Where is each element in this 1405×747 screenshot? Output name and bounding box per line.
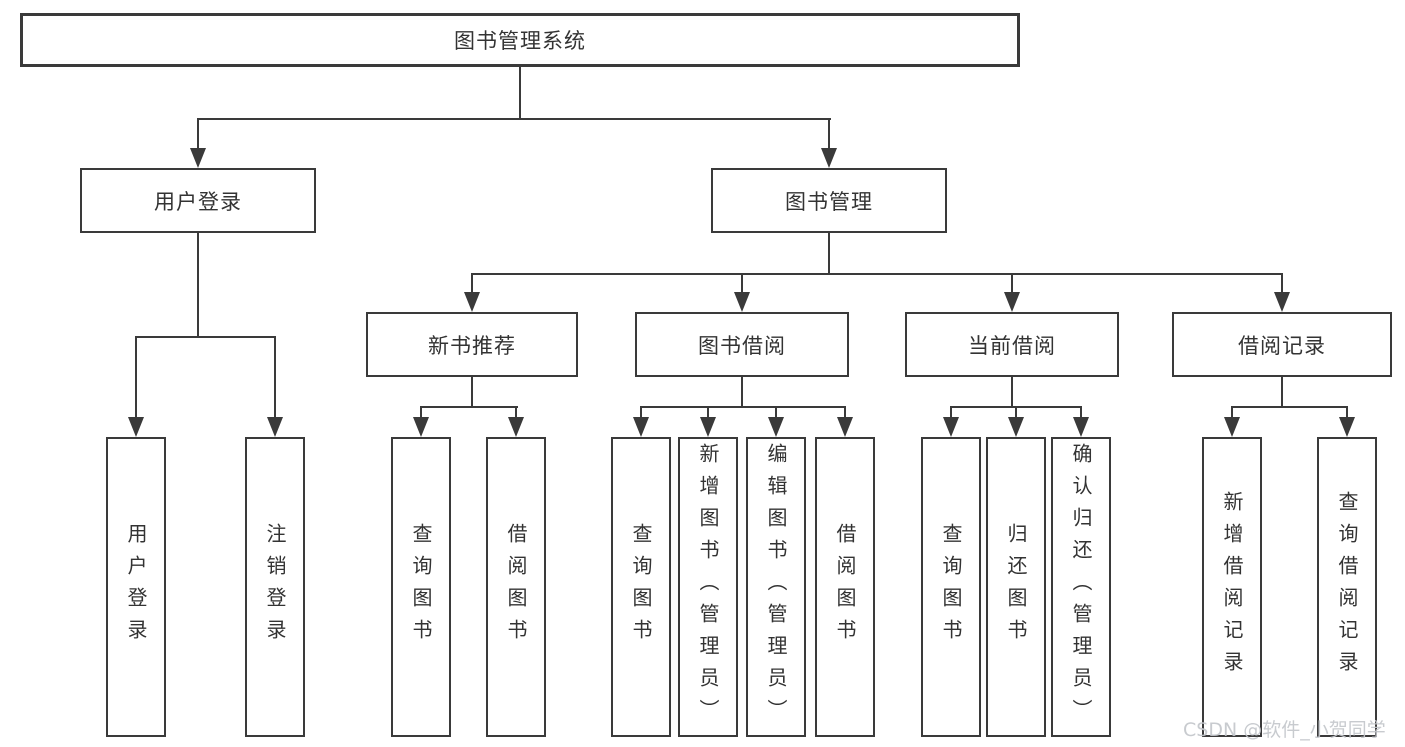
arrow-down-icon xyxy=(413,417,429,437)
leaf-add-books-admin: 新增图书（管理员） xyxy=(678,437,738,737)
node-current-borrowing-label: 当前借阅 xyxy=(968,333,1056,358)
connector-leaf-drop xyxy=(950,406,952,420)
connector-leaf-drop xyxy=(515,406,517,420)
arrow-down-icon xyxy=(464,292,480,312)
connector-current-borrow-stem xyxy=(1011,375,1013,408)
connector-leaf-user-login-drop xyxy=(135,336,137,420)
arrow-down-icon xyxy=(821,148,837,168)
watermark: CSDN @软件_小贺同学 xyxy=(1183,719,1386,741)
leaf-edit-books-admin: 编辑图书（管理员） xyxy=(746,437,806,737)
leaf-borrow-books-recommend: 借阅图书 xyxy=(486,437,546,737)
leaf-confirm-return-admin-label: 确认归还（管理员） xyxy=(1069,443,1093,731)
leaf-add-books-admin-label: 新增图书（管理员） xyxy=(696,443,720,731)
leaf-add-borrow-record: 新增借阅记录 xyxy=(1202,437,1262,737)
connector-current-borrow-drop xyxy=(1011,273,1013,295)
arrow-down-icon xyxy=(1274,292,1290,312)
connector-leaf-drop xyxy=(1015,406,1017,420)
connector-level3-hbar xyxy=(471,273,1283,275)
connector-root-stem xyxy=(519,65,521,118)
connector-book-mgmt-stem xyxy=(828,231,830,275)
leaf-logout-label: 注销登录 xyxy=(263,523,287,651)
connector-leaf-drop xyxy=(1231,406,1233,420)
arrow-down-icon xyxy=(1073,417,1089,437)
arrow-down-icon xyxy=(267,417,283,437)
connector-new-book-stem xyxy=(471,375,473,408)
node-user-login-group: 用户登录 xyxy=(80,168,316,233)
connector-leaf-drop xyxy=(844,406,846,420)
node-library-system: 图书管理系统 xyxy=(20,13,1020,67)
connector-book-borrow-drop xyxy=(741,273,743,295)
leaf-query-books-recommend-label: 查询图书 xyxy=(409,523,433,651)
connector-borrow-records-hbar xyxy=(1231,406,1348,408)
connector-leaf-drop xyxy=(1346,406,1348,420)
arrow-down-icon xyxy=(943,417,959,437)
connector-leaf-drop xyxy=(775,406,777,420)
arrow-down-icon xyxy=(837,417,853,437)
node-new-book-recommend: 新书推荐 xyxy=(366,312,578,377)
node-library-system-label: 图书管理系统 xyxy=(454,29,586,53)
leaf-borrow-books-label: 借阅图书 xyxy=(833,523,857,651)
arrow-down-icon xyxy=(633,417,649,437)
leaf-query-books-borrow-label: 查询图书 xyxy=(629,523,653,651)
connector-leaf-drop xyxy=(707,406,709,420)
node-borrowing-records: 借阅记录 xyxy=(1172,312,1392,377)
connector-book-mgmt-drop xyxy=(828,118,830,152)
leaf-query-books-current-label: 查询图书 xyxy=(939,523,963,651)
leaf-return-books: 归还图书 xyxy=(986,437,1046,737)
arrow-down-icon xyxy=(190,148,206,168)
leaf-user-login-label: 用户登录 xyxy=(124,523,148,651)
connector-borrow-records-drop xyxy=(1281,273,1283,295)
node-book-borrowing-label: 图书借阅 xyxy=(698,333,786,358)
arrow-down-icon xyxy=(768,417,784,437)
node-book-borrowing: 图书借阅 xyxy=(635,312,849,377)
connector-leaf-drop xyxy=(1080,406,1082,420)
connector-new-book-drop xyxy=(471,273,473,295)
leaf-return-books-label: 归还图书 xyxy=(1004,523,1028,651)
connector-borrow-records-stem xyxy=(1281,375,1283,408)
leaf-query-borrow-record-label: 查询借阅记录 xyxy=(1335,491,1359,683)
leaf-query-books-recommend: 查询图书 xyxy=(391,437,451,737)
arrow-down-icon xyxy=(1004,292,1020,312)
arrow-down-icon xyxy=(1008,417,1024,437)
connector-new-book-hbar xyxy=(420,406,518,408)
connector-leaf-logout-drop xyxy=(274,336,276,420)
node-current-borrowing: 当前借阅 xyxy=(905,312,1119,377)
node-borrowing-records-label: 借阅记录 xyxy=(1238,333,1326,358)
node-book-management-label: 图书管理 xyxy=(785,189,873,214)
connector-leaf-drop xyxy=(640,406,642,420)
arrow-down-icon xyxy=(734,292,750,312)
arrow-down-icon xyxy=(1224,417,1240,437)
leaf-query-borrow-record: 查询借阅记录 xyxy=(1317,437,1377,737)
leaf-add-borrow-record-label: 新增借阅记录 xyxy=(1220,491,1244,683)
leaf-borrow-books-recommend-label: 借阅图书 xyxy=(504,523,528,651)
connector-book-borrow-hbar xyxy=(640,406,846,408)
arrow-down-icon xyxy=(700,417,716,437)
node-book-management: 图书管理 xyxy=(711,168,947,233)
node-user-login-group-label: 用户登录 xyxy=(154,189,242,214)
arrow-down-icon xyxy=(508,417,524,437)
leaf-query-books-current: 查询图书 xyxy=(921,437,981,737)
leaf-borrow-books: 借阅图书 xyxy=(815,437,875,737)
leaf-confirm-return-admin: 确认归还（管理员） xyxy=(1051,437,1111,737)
leaf-logout: 注销登录 xyxy=(245,437,305,737)
connector-user-login-stem xyxy=(197,231,199,337)
connector-book-borrow-stem xyxy=(741,375,743,408)
connector-leaf-drop xyxy=(420,406,422,420)
connector-level1-hbar xyxy=(198,118,831,120)
connector-user-login-drop xyxy=(197,118,199,152)
node-new-book-recommend-label: 新书推荐 xyxy=(428,333,516,358)
leaf-query-books-borrow: 查询图书 xyxy=(611,437,671,737)
leaf-edit-books-admin-label: 编辑图书（管理员） xyxy=(764,443,788,731)
arrow-down-icon xyxy=(128,417,144,437)
arrow-down-icon xyxy=(1339,417,1355,437)
leaf-user-login: 用户登录 xyxy=(106,437,166,737)
connector-user-login-hbar xyxy=(135,336,276,338)
